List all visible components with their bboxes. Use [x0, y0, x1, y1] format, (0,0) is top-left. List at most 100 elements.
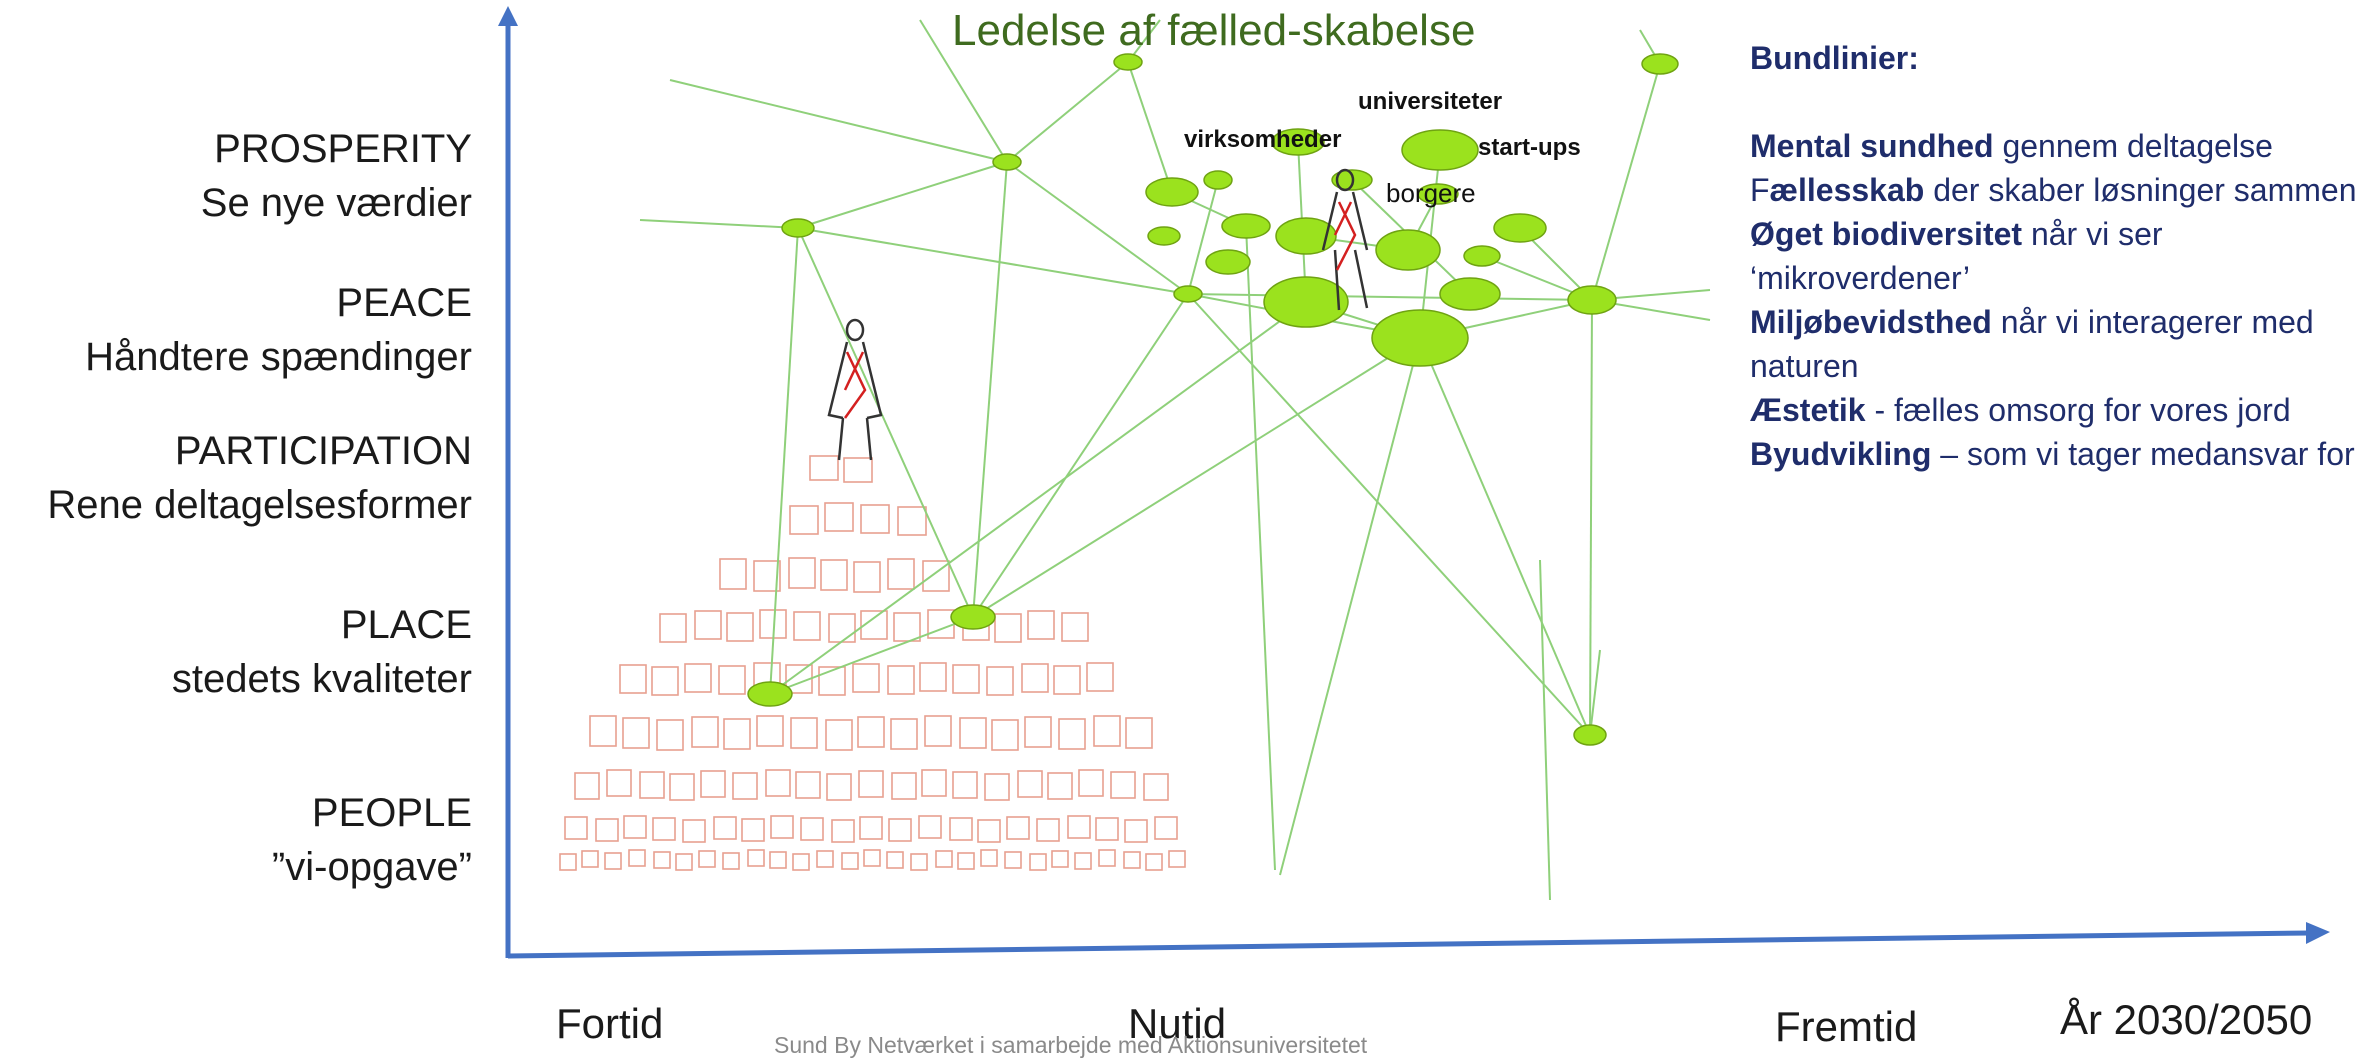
pyramid-box [652, 817, 676, 841]
pyramid-box [606, 769, 632, 797]
bottom-line-item: Byudvikling – som vi tager medansvar for [1750, 432, 2370, 476]
pyramid-box [860, 610, 888, 640]
pyramid-box [604, 852, 622, 870]
pyramid-box [1036, 818, 1060, 842]
pyramid-box [793, 611, 821, 641]
network-edge [769, 301, 1307, 695]
network-edge-stray [669, 79, 1008, 163]
credit-text: Sund By Netværket i samarbejde med Aktio… [774, 1032, 1368, 1058]
pyramid-box [860, 504, 890, 534]
level-place-subtitle: stedets kvaliteter [171, 657, 472, 701]
pyramid-box [1021, 663, 1049, 693]
pyramid-box [800, 817, 824, 841]
pyramid-box [684, 663, 712, 693]
node-label-companies: virksomheder [1184, 126, 1342, 153]
bottom-line-bold: Øget biodiversitet [1750, 216, 2023, 252]
network-node [747, 681, 793, 707]
pyramid-box [857, 716, 885, 748]
bottom-line-rest: gennem deltagelse [1993, 128, 2273, 164]
pyramid-box [747, 849, 765, 867]
bottom-line-rest: der skaber løsninger sammen [1924, 172, 2357, 208]
network-edge-stray [1245, 225, 1276, 871]
pyramid-box [722, 852, 740, 870]
pyramid-box [828, 613, 856, 643]
pyramid-box [756, 715, 784, 747]
node-label-universities: universiteter [1358, 88, 1503, 115]
network-edge [1006, 161, 1189, 295]
network-node [1145, 177, 1199, 207]
pyramid-box [753, 560, 781, 592]
level-participation-title: PARTICIPATION [174, 429, 472, 473]
pyramid-box [1029, 853, 1047, 871]
pyramid-box [927, 609, 955, 639]
pyramid-box [952, 771, 978, 799]
pyramid-box [1168, 850, 1186, 868]
pyramid-box [893, 612, 921, 642]
network-edge-stray [1279, 337, 1421, 876]
pyramid-box [816, 850, 834, 868]
pyramid-box [769, 851, 787, 869]
level-people-title: PEOPLE [311, 791, 472, 835]
bottom-line-bold: Miljøbevidsthed [1750, 304, 1992, 340]
pyramid-box [1093, 715, 1121, 747]
level-participation: PARTICIPATION Rene deltagelsesformer [47, 424, 472, 532]
network-node [781, 218, 815, 238]
bottom-lines-panel: Bundlinier: Mental sundhed gennem deltag… [1750, 36, 2370, 476]
pyramid-box [887, 665, 915, 695]
pyramid-box [886, 851, 904, 869]
level-place: PLACE stedets kvaliteter [172, 598, 472, 706]
level-participation-subtitle: Rene deltagelsesformer [47, 483, 472, 527]
pyramid-box [841, 852, 859, 870]
pyramid-box [1095, 817, 1119, 841]
x-axis [507, 930, 2311, 959]
pyramid-box [741, 818, 765, 842]
pyramid-box [891, 772, 917, 800]
bottom-line-rest: når vi ser ‘mikroverdener’ [1750, 216, 2163, 296]
pyramid-box [698, 850, 716, 868]
pyramid-box [682, 819, 706, 843]
level-people: PEOPLE ”vi-opgave” [272, 786, 472, 894]
node-label-startups: start-ups [1478, 134, 1581, 161]
pyramid-box [980, 849, 998, 867]
network-nodes [747, 53, 1679, 746]
pyramid-box [991, 719, 1019, 751]
network-node [1567, 285, 1617, 315]
pyramid-box [659, 613, 687, 643]
bottom-line-item: Miljøbevidsthed når vi interagerer med n… [1750, 300, 2370, 388]
pyramid-box [922, 560, 950, 592]
pyramid-box [824, 502, 854, 532]
pyramid-box [826, 773, 852, 801]
x-label-year: År 2030/2050 [2060, 996, 2313, 1043]
network-node [1417, 183, 1459, 205]
pyramid-box [853, 561, 881, 593]
network-edge [972, 293, 1189, 618]
pyramid-box [723, 718, 751, 750]
pyramid-box [890, 718, 918, 750]
pyramid-box [852, 663, 880, 693]
network-edge [972, 337, 1421, 618]
pyramid-box [595, 818, 619, 842]
network-edge-stray [919, 19, 1008, 163]
network-node [1493, 213, 1547, 243]
person-figure-network [1321, 168, 1369, 311]
bottom-line-bold: Mental sundhed [1750, 128, 1994, 164]
pyramid-box [1058, 718, 1086, 750]
level-peace-title: PEACE [336, 281, 472, 325]
pyramid-box [623, 815, 647, 839]
network-edge [1187, 179, 1219, 295]
pyramid-box [770, 815, 794, 839]
x-axis-arrowhead [2306, 922, 2330, 944]
network-node [1263, 276, 1349, 328]
network-node [1463, 245, 1501, 267]
network-node [1439, 277, 1501, 311]
pyramid-box [825, 719, 853, 751]
level-peace-subtitle: Håndtere spændinger [85, 335, 472, 379]
axes [498, 6, 2330, 959]
pyramid-box [924, 715, 952, 747]
pyramid-box [910, 853, 928, 871]
bottom-line-rest: når vi interagerer med naturen [1750, 304, 2314, 384]
pyramid-box [792, 853, 810, 871]
network-edge [797, 161, 1008, 229]
person-figure-pyramid [827, 318, 883, 461]
